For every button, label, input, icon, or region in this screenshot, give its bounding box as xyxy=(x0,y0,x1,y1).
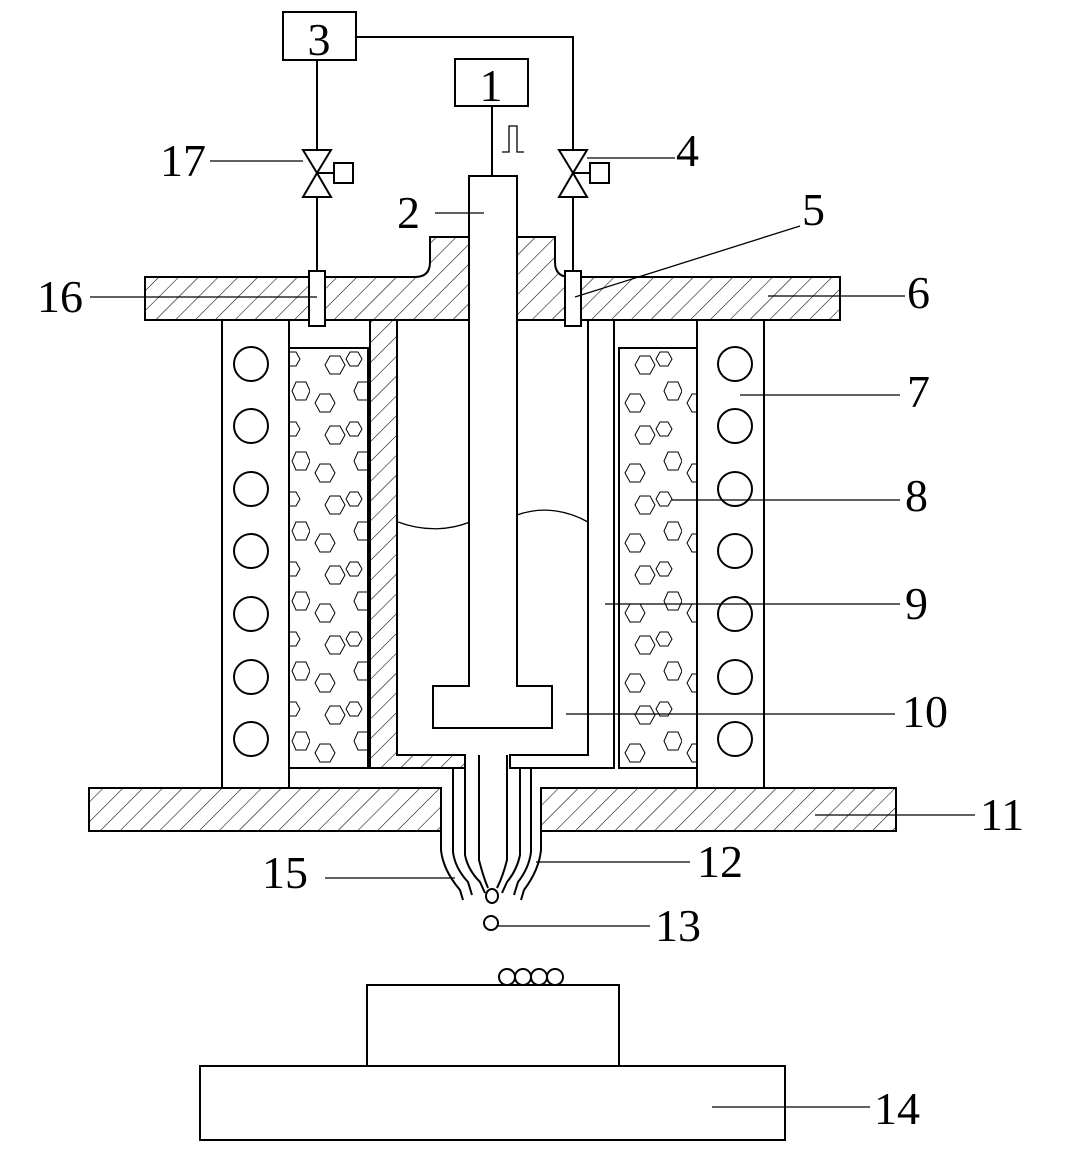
label-2: 2 xyxy=(397,187,420,238)
gas-fitting-16 xyxy=(309,271,325,326)
label-15: 15 xyxy=(262,847,308,898)
pulse-signal xyxy=(492,106,524,176)
label-17: 17 xyxy=(160,135,206,186)
nozzle-12 xyxy=(441,755,541,903)
label-8: 8 xyxy=(905,470,928,521)
label-4: 4 xyxy=(676,125,699,176)
label-14: 14 xyxy=(874,1083,920,1134)
label-5: 5 xyxy=(802,184,825,235)
label-6: 6 xyxy=(907,267,930,318)
label-13: 13 xyxy=(655,900,701,951)
valve-17 xyxy=(303,150,353,197)
valve-4 xyxy=(559,150,609,197)
label-9: 9 xyxy=(905,578,928,629)
number-labels: 3 1 17 4 2 5 16 6 7 8 9 10 11 12 15 13 1… xyxy=(37,14,1024,1134)
droplet-13 xyxy=(484,916,498,930)
label-1: 1 xyxy=(480,60,503,111)
label-10: 10 xyxy=(902,686,948,737)
label-16: 16 xyxy=(37,271,83,322)
substrate-stage-14 xyxy=(200,985,785,1140)
bottom-plate-11 xyxy=(89,788,896,831)
label-7: 7 xyxy=(907,366,930,417)
label-12: 12 xyxy=(697,836,743,887)
label-3: 3 xyxy=(308,14,331,65)
label-11: 11 xyxy=(980,789,1024,840)
deposited-droplets xyxy=(499,969,563,985)
gas-fitting-5 xyxy=(565,271,581,326)
